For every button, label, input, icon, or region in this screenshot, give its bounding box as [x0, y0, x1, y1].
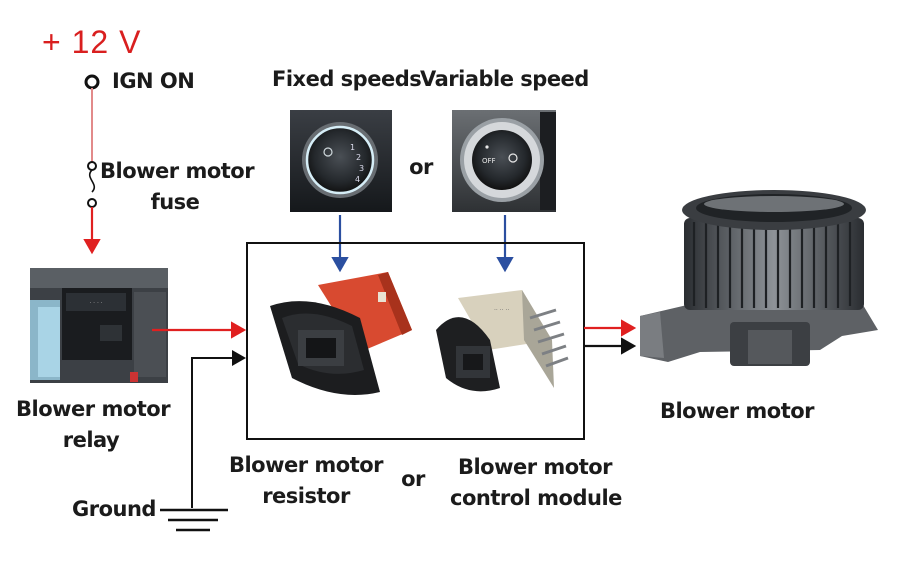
fuse-label: Blower motor fuse — [100, 156, 255, 218]
knob-mark-2: 2 — [356, 153, 361, 162]
control-module-label-line1: Blower motor — [457, 455, 613, 479]
svg-text:· · · ·: · · · · — [89, 300, 102, 307]
control-module-label-line2: control module — [450, 486, 622, 510]
ign-terminal — [84, 74, 100, 90]
fixed-speed-knob-image: 1 2 3 4 — [290, 110, 392, 212]
knob-mark-4: 4 — [355, 175, 360, 184]
svg-text:·· ·· ··: ·· ·· ·· — [494, 307, 509, 314]
controls-or-label: or — [409, 155, 433, 179]
relay-label-line2: relay — [62, 428, 120, 452]
control-module-label: Blower motor control module — [450, 452, 622, 514]
blower-motor-image — [640, 190, 878, 366]
knob-mark-1: 1 — [350, 143, 355, 152]
ground-label: Ground — [72, 497, 156, 521]
fuse-label-line2: fuse — [150, 190, 200, 214]
resistor-label-line2: resistor — [262, 484, 350, 508]
speed-control-unit-box — [246, 242, 585, 440]
control-module-image: ·· ·· ·· — [436, 290, 569, 392]
ground-icon — [160, 508, 228, 532]
variable-speed-knob-image: OFF — [452, 110, 556, 212]
middle-or-label: or — [401, 467, 425, 491]
relay-image: · · · · — [30, 268, 168, 383]
relay-label-line1: Blower motor — [16, 397, 171, 421]
ign-on-label: IGN ON — [112, 69, 195, 93]
resistor-label: Blower motor resistor — [226, 450, 386, 512]
supply-voltage-label: + 12 V — [42, 24, 142, 60]
ground-wire — [191, 350, 246, 508]
fixed-speeds-label: Fixed speeds — [272, 67, 422, 91]
blower-motor-label: Blower motor — [659, 399, 815, 423]
resistor-label-line1: Blower motor — [228, 453, 384, 477]
relay-label: Blower motor relay — [16, 394, 171, 456]
variable-speed-label: Variable speed — [420, 67, 589, 91]
knob-mark-3: 3 — [359, 164, 364, 173]
resistor-image — [270, 272, 412, 395]
fuse-icon — [87, 161, 97, 208]
fuse-label-line1: Blower motor — [100, 159, 255, 183]
knob-off-mark: OFF — [482, 157, 496, 165]
